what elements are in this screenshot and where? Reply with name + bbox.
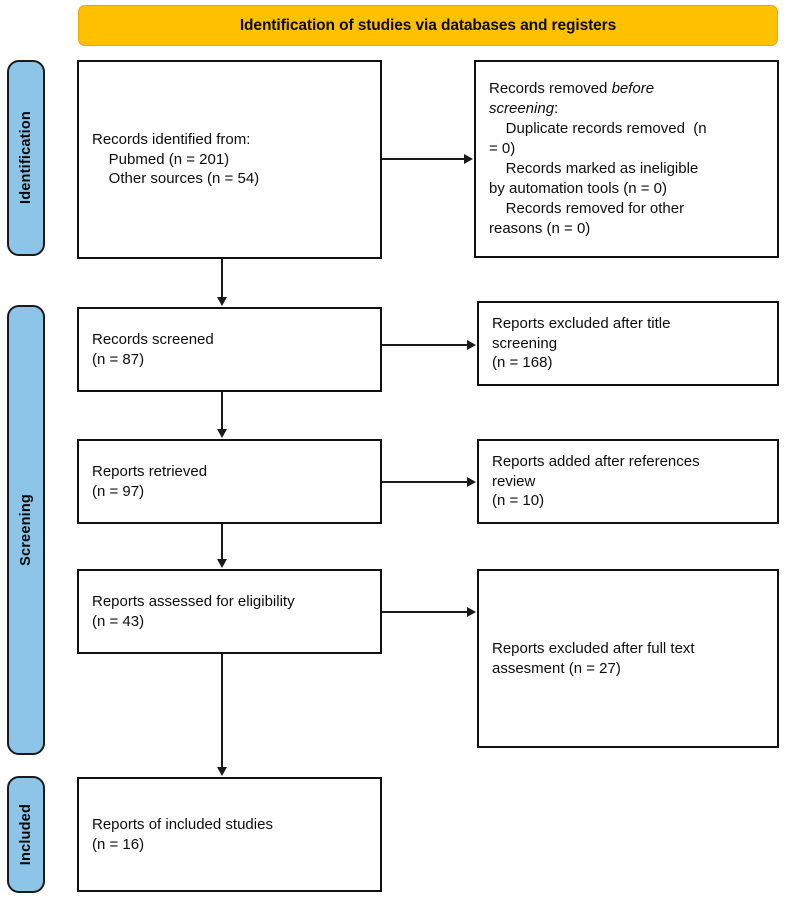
records-removed-line3: Duplicate records removed (n: [489, 120, 707, 138]
excluded-title-line2: screening: [492, 334, 558, 352]
assessed-line2: (n = 43): [92, 612, 145, 630]
excluded-fulltext-line2: assesment (n = 27): [492, 659, 621, 677]
connector-assessed-to-excluded-fulltext: [382, 611, 469, 613]
box-records-screened: Records screened (n = 87): [77, 307, 382, 392]
reports-retrieved-line2: (n = 97): [92, 482, 145, 500]
records-screened-line1: Records screened: [92, 330, 214, 348]
records-identified-line1: Records identified from:: [92, 130, 251, 148]
banner-title: Identification of studies via databases …: [239, 16, 617, 34]
diagram-banner: Identification of studies via databases …: [78, 5, 778, 46]
reports-retrieved-line1: Reports retrieved: [92, 462, 208, 480]
box-reports-excluded-title: Reports excluded after title screening (…: [477, 301, 779, 386]
box-records-identified: Records identified from: Pubmed (n = 201…: [77, 60, 382, 259]
connector-screened-to-retrieved: [221, 392, 223, 431]
records-removed-line8: reasons (n = 0): [489, 219, 591, 237]
assessed-line1: Reports assessed for eligibility: [92, 592, 295, 610]
stage-tab-screening-label: Screening: [18, 494, 34, 566]
box-reports-retrieved: Reports retrieved (n = 97): [77, 439, 382, 524]
box-records-screened-text: Records screened (n = 87): [92, 330, 214, 370]
excluded-title-line3: (n = 168): [492, 354, 553, 372]
records-removed-line2-plain: :: [554, 100, 559, 118]
box-reports-excluded-fulltext: Reports excluded after full text assesme…: [477, 569, 779, 748]
arrow-down-icon: [217, 429, 227, 438]
box-reports-excluded-fulltext-text: Reports excluded after full text assesme…: [492, 639, 695, 679]
box-reports-assessed: Reports assessed for eligibility (n = 43…: [77, 569, 382, 654]
box-records-identified-text: Records identified from: Pubmed (n = 201…: [92, 130, 259, 190]
connector-identified-to-removed: [382, 158, 466, 160]
arrow-right-icon: [464, 154, 473, 164]
records-removed-line2-italic: screening: [489, 100, 555, 118]
added-refs-line3: (n = 10): [492, 492, 545, 510]
excluded-title-line1: Reports excluded after title: [492, 314, 671, 332]
arrow-down-icon: [217, 767, 227, 776]
connector-identified-to-screened: [221, 259, 223, 299]
arrow-down-icon: [217, 559, 227, 568]
records-removed-line4: = 0): [489, 140, 516, 158]
included-line2: (n = 16): [92, 835, 145, 853]
included-line1: Reports of included studies: [92, 815, 273, 833]
box-reports-added-references-text: Reports added after references review (n…: [492, 452, 700, 512]
connector-screened-to-excluded-title: [382, 344, 469, 346]
connector-retrieved-to-assessed: [221, 524, 223, 561]
records-identified-line2: Pubmed (n = 201): [92, 150, 230, 168]
arrow-right-icon: [467, 477, 476, 487]
records-removed-line1-plain: Records removed: [489, 80, 612, 98]
box-reports-included-text: Reports of included studies (n = 16): [92, 815, 273, 855]
added-refs-line2: review: [492, 472, 536, 490]
stage-tab-identification-label: Identification: [18, 111, 34, 205]
box-records-removed: Records removed before screening: Duplic…: [474, 60, 779, 258]
stage-tab-identification: Identification: [7, 60, 45, 256]
connector-retrieved-to-added-refs: [382, 481, 469, 483]
box-reports-assessed-text: Reports assessed for eligibility (n = 43…: [92, 592, 295, 632]
arrow-right-icon: [467, 340, 476, 350]
stage-tab-included-label: Included: [18, 803, 34, 866]
arrow-down-icon: [217, 297, 227, 306]
records-identified-line3: Other sources (n = 54): [92, 170, 260, 188]
box-records-removed-text: Records removed before screening: Duplic…: [489, 79, 707, 239]
arrow-right-icon: [467, 607, 476, 617]
records-removed-line6: by automation tools (n = 0): [489, 179, 668, 197]
excluded-fulltext-line1: Reports excluded after full text: [492, 639, 695, 657]
stage-tab-included: Included: [7, 776, 45, 893]
box-reports-included: Reports of included studies (n = 16): [77, 777, 382, 892]
records-removed-line7: Records removed for other: [489, 199, 685, 217]
connector-assessed-to-included: [221, 654, 223, 769]
added-refs-line1: Reports added after references: [492, 452, 700, 470]
records-screened-line2: (n = 87): [92, 350, 145, 368]
stage-tab-screening: Screening: [7, 305, 45, 755]
records-removed-line5: Records marked as ineligible: [489, 160, 699, 177]
box-reports-retrieved-text: Reports retrieved (n = 97): [92, 462, 207, 502]
box-reports-added-references: Reports added after references review (n…: [477, 439, 779, 524]
box-reports-excluded-title-text: Reports excluded after title screening (…: [492, 314, 670, 374]
records-removed-line1-italic: before: [611, 80, 655, 98]
